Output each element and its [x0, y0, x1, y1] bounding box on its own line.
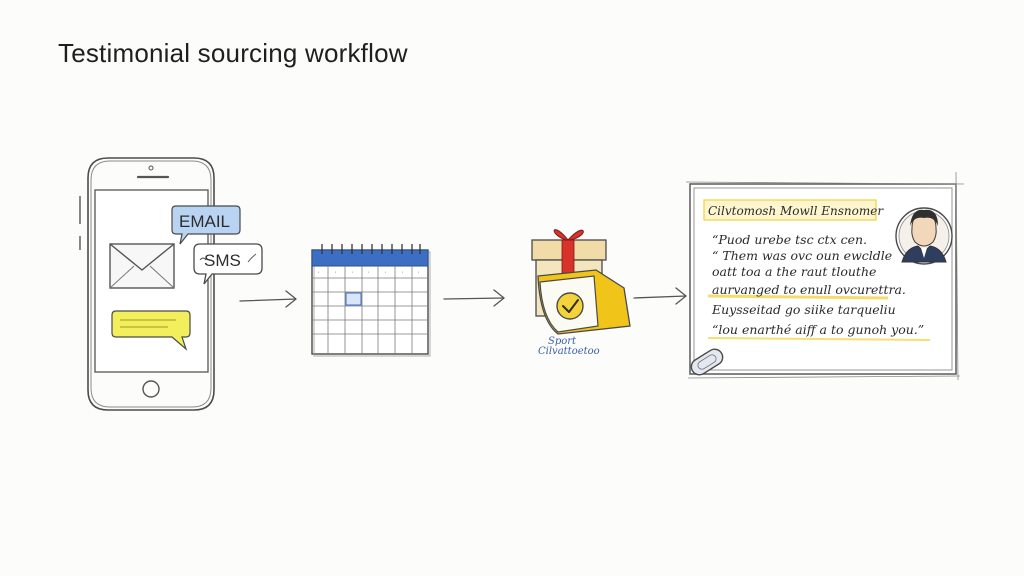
gift-caption-line2: Cilvattoetoo [538, 346, 600, 357]
card-header: Cilvtomosh Mowll Ensnomer [708, 204, 884, 218]
svg-text:·: · [351, 270, 354, 276]
quote-line: aurvanged to enull ovcurettra. [712, 282, 906, 297]
avatar-portrait-icon [895, 207, 953, 265]
testimonial-card-icon: Cilvtomosh Mowll Ensnomer “Puod urebe ts… [685, 171, 965, 381]
sms-bubble: SMS [193, 243, 263, 285]
quote-line: “Puod urebe tsc ctx cen. [712, 232, 867, 247]
svg-text:·: · [334, 270, 337, 276]
svg-text:·: · [417, 270, 420, 276]
chat-bubble-icon [111, 310, 191, 351]
email-label: EMAIL [179, 212, 230, 231]
page-title: Testimonial sourcing workflow [58, 38, 408, 68]
svg-text:·: · [317, 270, 320, 276]
gift-caption-line1: Sport [548, 336, 577, 347]
sms-label: SMS [204, 251, 241, 270]
paperclip-icon [690, 348, 724, 376]
calendar-icon: · · · · · · · [311, 244, 431, 357]
quote-line: oatt toa a the raut tlouthe [712, 264, 876, 279]
quote-line: “ Them was ovc oun ewcldle [712, 248, 892, 263]
arrow-right-icon [239, 290, 297, 308]
svg-text:·: · [401, 270, 404, 276]
arrow-right-icon [443, 289, 505, 307]
arrow-right-icon [633, 287, 687, 305]
svg-text:·: · [367, 270, 370, 276]
envelope-icon [109, 243, 175, 289]
quote-line: “lou enarthé aiff a to gunoh you.” [712, 322, 924, 337]
checkmark-badge-icon [556, 292, 584, 320]
gift-box-icon [531, 229, 631, 335]
email-bubble: EMAIL [171, 205, 241, 245]
quote-line: Euysseitad go siike tarqueliu [711, 302, 896, 317]
svg-text:·: · [384, 270, 387, 276]
